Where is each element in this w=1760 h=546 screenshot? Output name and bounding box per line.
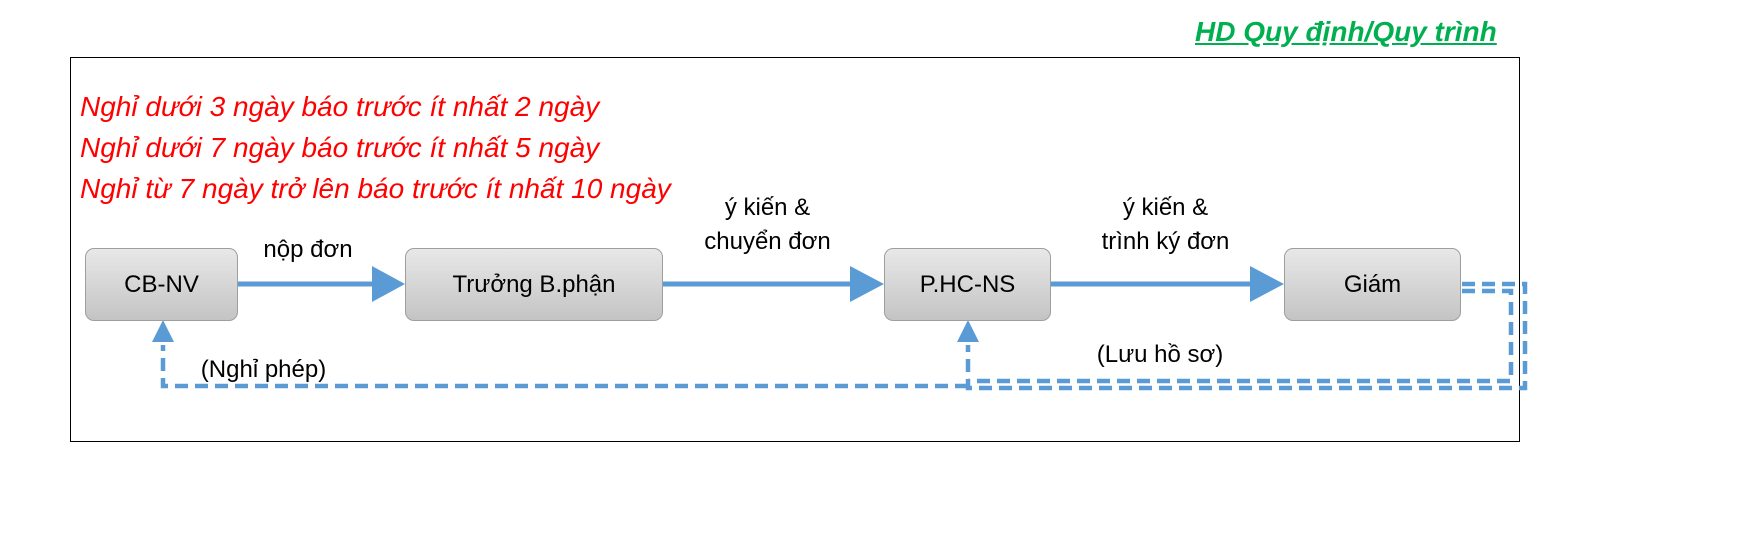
arrowhead-sign — [1250, 266, 1284, 302]
label-opinion-sign: ý kiến & trình ký đơn — [1078, 191, 1253, 259]
label-line: ý kiến & — [1122, 194, 1209, 221]
arrowhead-forward — [850, 266, 884, 302]
return-path-outer — [965, 281, 1528, 391]
arrowhead-submit — [372, 266, 405, 302]
node-director: Giám — [1284, 248, 1461, 321]
diagram-frame — [70, 57, 1520, 442]
arrowhead-return-hr — [957, 320, 979, 342]
node-dept-head: Trưởng B.phận — [405, 248, 663, 321]
rule-line: Nghỉ từ 7 ngày trở lên báo trước ít nhất… — [80, 173, 671, 204]
label-line: ý kiến & — [724, 194, 811, 221]
label-line: trình ký đơn — [1101, 228, 1230, 255]
label-leave: (Nghỉ phép) — [200, 356, 327, 383]
node-employee: CB-NV — [85, 248, 238, 321]
label-archive: (Lưu hồ sơ) — [1096, 341, 1224, 368]
arrowhead-return-employee — [152, 320, 174, 342]
guide-link[interactable]: HD Quy định/Quy trình — [1195, 16, 1497, 47]
return-path-leave — [160, 345, 968, 389]
rule-line: Nghỉ dưới 7 ngày báo trước ít nhất 5 ngà… — [80, 132, 600, 163]
leave-rules: Nghỉ dưới 3 ngày báo trước ít nhất 2 ngà… — [80, 86, 671, 209]
node-hr: P.HC-NS — [884, 248, 1051, 321]
label-opinion-forward: ý kiến & chuyển đơn — [685, 191, 850, 259]
label-submit: nộp đơn — [263, 236, 353, 263]
rule-line: Nghỉ dưới 3 ngày báo trước ít nhất 2 ngà… — [80, 91, 600, 122]
return-path-inner — [968, 288, 1514, 384]
label-line: chuyển đơn — [704, 228, 831, 255]
